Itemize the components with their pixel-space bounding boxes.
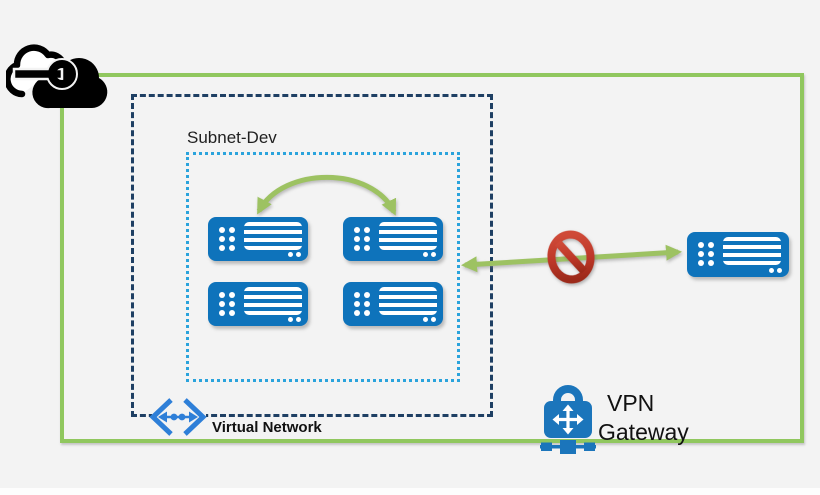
external-server-icon — [687, 232, 789, 277]
server-ports — [219, 292, 235, 316]
vpn-gateway-label-line2: Gateway — [598, 419, 689, 445]
server-icon — [208, 217, 308, 261]
server-icon — [343, 217, 443, 261]
subnet-label: Subnet-Dev — [187, 128, 277, 147]
server-panel — [244, 287, 302, 315]
server-panel — [244, 222, 302, 250]
virtual-network-label: Virtual Network — [212, 419, 322, 436]
server-leds — [423, 317, 436, 322]
cloud-boundary — [60, 73, 804, 443]
vpn-gateway-label-line1: VPN — [607, 390, 655, 416]
server-leds — [769, 268, 782, 273]
server-ports — [698, 242, 714, 266]
server-ports — [354, 292, 370, 316]
server-ports — [354, 227, 370, 251]
server-leds — [423, 252, 436, 257]
server-panel — [723, 237, 781, 265]
server-ports — [219, 227, 235, 251]
server-leds — [288, 252, 301, 257]
server-icon — [343, 282, 443, 326]
bottom-margin — [0, 488, 820, 495]
server-panel — [379, 287, 437, 315]
server-icon — [208, 282, 308, 326]
server-leds — [288, 317, 301, 322]
server-panel — [379, 222, 437, 250]
subnet-boundary — [186, 152, 460, 382]
vpn-gateway-label: VPN Gateway — [598, 389, 689, 447]
